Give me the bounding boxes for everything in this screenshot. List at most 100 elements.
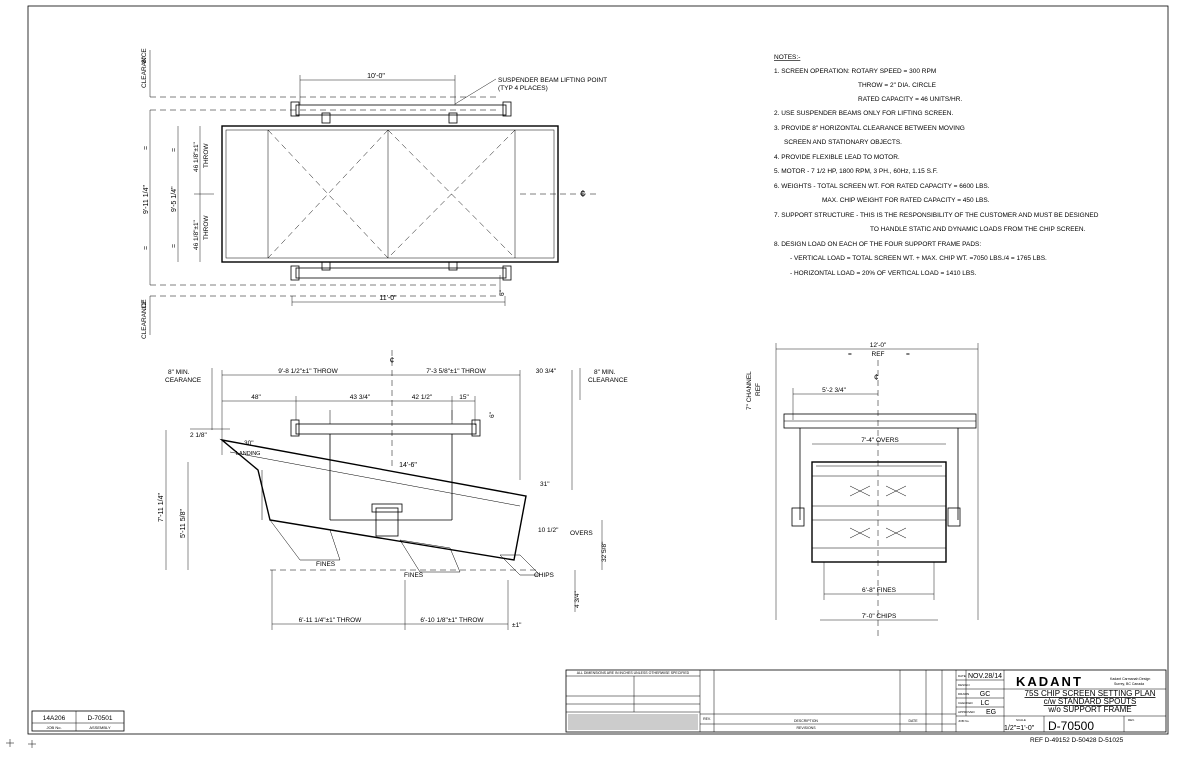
svg-text:JOB No.: JOB No. xyxy=(46,725,61,730)
side-dim-48: 48" xyxy=(251,394,261,401)
note-line: 2. USE SUSPENDER BEAMS ONLY FOR LIFTING … xyxy=(774,110,953,117)
svg-text:JOB No.: JOB No. xyxy=(958,719,970,723)
side-height-inner: 5'-11 5/8" xyxy=(180,508,187,538)
end-width-overall: 12'-0" xyxy=(870,342,887,349)
company-logo: KADANT xyxy=(1016,674,1083,689)
plan-overall-height: 9'-11 1/4" xyxy=(143,184,150,214)
note-line: 1. SCREEN OPERATION: ROTARY SPEED = 300 … xyxy=(774,68,936,75)
note-line: 6. WEIGHTS - TOTAL SCREEN WT. FOR RATED … xyxy=(774,183,990,190)
assembly-number: D-70501 xyxy=(88,715,113,722)
svg-text:APPROVED: APPROVED xyxy=(958,710,976,714)
clearance-bottom-label: CLEARANCE xyxy=(141,299,148,339)
svg-text:=: = xyxy=(848,351,852,358)
side-throw-right: 7'-3 5/8"±1" THROW xyxy=(426,368,486,375)
side-fines-label-1: FINES xyxy=(316,561,336,568)
side-throw-bottom-right: 6'-10 1/8"±1" THROW xyxy=(420,617,484,624)
svg-text:REV.: REV. xyxy=(1128,718,1135,722)
drawing-title-2: c/w STANDARD SPOUTS xyxy=(1044,697,1137,706)
side-min-clearance-right: CLEARANCE xyxy=(588,377,628,384)
side-dim-6: 6" xyxy=(489,411,496,418)
svg-text:DATE: DATE xyxy=(908,719,918,723)
svg-text:DRAWN: DRAWN xyxy=(958,692,969,696)
drawn-by: GC xyxy=(980,691,991,698)
note-line: - VERTICAL LOAD = TOTAL SCREEN WT. + MAX… xyxy=(790,255,1047,262)
clearance-top-label: CLEARANCE xyxy=(141,48,148,88)
sheet-border xyxy=(27,5,1169,735)
drawing-title-3: w/o SUPPORT FRAME xyxy=(1047,705,1131,714)
note-line: 5. MOTOR - 7 1/2 HP, 1800 RPM, 3 PH., 60… xyxy=(774,168,938,175)
throw-label-lower: THROW xyxy=(203,215,210,240)
side-throw-bottom-left: 6'-11 1/4"±1" THROW xyxy=(299,617,363,624)
svg-text:REV.: REV. xyxy=(703,717,711,721)
end-half-width: 5'-2 3/4" xyxy=(822,387,846,394)
lifting-point-callout: SUSPENDER BEAM LIFTING POINT xyxy=(498,77,607,84)
note-line: 4. PROVIDE FLEXIBLE LEAD TO MOTOR. xyxy=(774,154,900,161)
throw-dim-upper: 46 1/8"±1" xyxy=(193,141,200,172)
tolerance-header: ALL DIMENSIONS ARE IN INCHES UNLESS OTHE… xyxy=(577,671,690,675)
note-line: MAX. CHIP WEIGHT FOR RATED CAPACITY = 45… xyxy=(822,197,990,204)
note-line: 3. PROVIDE 8" HORIZONTAL CLEARANCE BETWE… xyxy=(774,125,965,132)
clearance-bottom-value: 11" xyxy=(141,299,148,309)
drawing-title-1: 75S CHIP SCREEN SETTING PLAN xyxy=(1025,689,1156,698)
svg-text:=: = xyxy=(143,146,150,150)
note-line: SCREEN AND STATIONARY OBJECTS. xyxy=(784,139,902,146)
note-line: 8. DESIGN LOAD ON EACH OF THE FOUR SUPPO… xyxy=(774,241,981,248)
svg-text:=: = xyxy=(906,351,910,358)
side-height-overall: 7'-11 1/4" xyxy=(158,492,165,522)
svg-text:Surrey, BC Canada: Surrey, BC Canada xyxy=(1114,682,1144,686)
svg-text:Kadant Carmanah Design: Kadant Carmanah Design xyxy=(1110,677,1150,681)
clearance-top-value: 8" xyxy=(141,56,148,63)
side-dim-15: 15" xyxy=(459,394,469,401)
note-line: TO HANDLE STATIC AND DYNAMIC LOADS FROM … xyxy=(870,226,1086,233)
svg-text:¢: ¢ xyxy=(874,373,878,382)
side-dim-4-3-4: 4 3/4" xyxy=(574,591,581,608)
svg-text:DATE: DATE xyxy=(958,674,966,678)
approved-by: EG xyxy=(986,709,996,716)
throw-label-upper: THROW xyxy=(203,143,210,168)
end-view: 12'-0" REF = = 7" CHANNEL REF ¢ 5'-2 3/4… xyxy=(746,342,979,640)
side-min-clearance-left-val: 8" MIN. xyxy=(168,369,190,376)
svg-text:¢: ¢ xyxy=(390,356,394,365)
side-dim-30: 30" xyxy=(244,440,254,447)
note-line: - HORIZONTAL LOAD = 20% OF VERTICAL LOAD… xyxy=(790,270,977,277)
landing-label: LANDING xyxy=(236,451,260,457)
drawing-date: NOV.28/14 xyxy=(968,673,1002,680)
svg-text:CHECKED: CHECKED xyxy=(958,701,974,705)
note-line: 7. SUPPORT STRUCTURE - THIS IS THE RESPO… xyxy=(774,212,1099,219)
note-line: RATED CAPACITY = 46 UNITS/HR. xyxy=(858,96,962,103)
notes-heading: NOTES:- xyxy=(774,54,800,61)
reference-drawings: REF D-49152 D-50428 D-51025 xyxy=(1030,737,1124,744)
svg-text:=: = xyxy=(143,246,150,250)
drawing-scale: 1/2"=1'-0" xyxy=(1004,725,1035,732)
drawing-number: D-70500 xyxy=(1048,719,1094,733)
side-dim-42-1-2: 42 1/2" xyxy=(412,394,433,401)
plan-right-dim: 6" xyxy=(499,289,506,296)
side-throw-left: 9'-8 1/2"±1" THROW xyxy=(278,368,338,375)
side-dim-bottom-pm: ±1" xyxy=(512,622,522,629)
svg-text:DESCRIPTION: DESCRIPTION xyxy=(794,719,818,723)
side-length: 14'-6" xyxy=(399,462,417,469)
throw-dim-lower: 46 1/8"±1" xyxy=(193,219,200,250)
svg-text:REVISIONS: REVISIONS xyxy=(796,726,816,730)
title-block: ALL DIMENSIONS ARE IN INCHES UNLESS OTHE… xyxy=(565,669,1167,744)
end-overs-dim: 7'-4" OVERS xyxy=(861,437,899,444)
job-number: 14A206 xyxy=(43,715,66,722)
side-fines-label-2: FINES xyxy=(404,572,424,579)
side-dim-43-3-4: 43 3/4" xyxy=(350,394,371,401)
svg-text:=: = xyxy=(171,244,178,248)
lifting-point-callout-typ: (TYP 4 PLACES) xyxy=(498,85,548,92)
plan-top-dim: 10'-0" xyxy=(367,73,385,80)
svg-text:DESIGN: DESIGN xyxy=(958,683,970,687)
end-channel-ref: REF xyxy=(755,383,762,396)
job-block: 14A206 D-70501 JOB No. ASSEMBLY xyxy=(31,710,125,732)
svg-text:¢: ¢ xyxy=(580,189,586,200)
side-dim-10-1-2: 10 1/2" xyxy=(538,527,559,534)
side-overs-label: OVERS xyxy=(570,530,593,537)
plan-view: ¢ 10'-0" SUSPENDER BEAM LIFTING POINT (T… xyxy=(141,48,607,339)
side-dim-2-1-8: 2 1/8" xyxy=(190,432,207,439)
checked-by: LC xyxy=(981,700,990,707)
note-line: THROW = 2" DIA. CIRCLE xyxy=(858,82,937,89)
end-ref: REF xyxy=(872,351,885,358)
